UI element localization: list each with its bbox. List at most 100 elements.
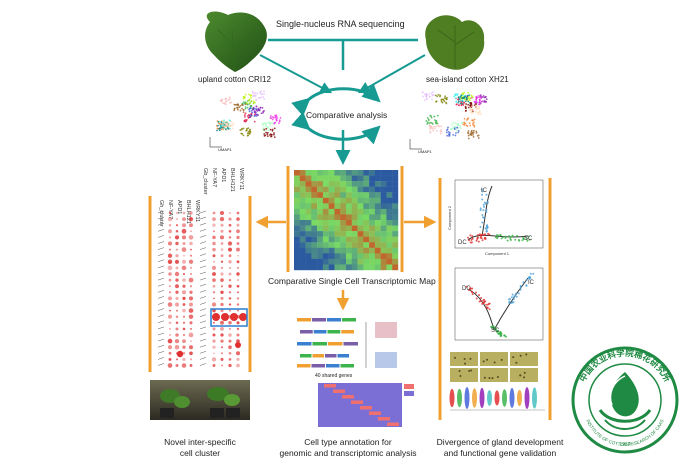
heatmap-cell	[357, 203, 364, 210]
heatmap-cell	[346, 203, 352, 210]
heatmap-cell	[317, 208, 324, 215]
trajectory-point	[518, 239, 521, 242]
heatmap-cell	[374, 214, 381, 221]
heatmap-cell	[328, 181, 335, 187]
heatmap-cell	[357, 253, 364, 260]
umap-point	[460, 94, 463, 97]
dotplot-dot	[182, 223, 186, 228]
dotplot-row-tick	[157, 283, 165, 287]
umap-point	[275, 115, 278, 118]
dotplot-dot	[181, 228, 187, 234]
umap-point	[249, 107, 252, 110]
dotplot-dot	[220, 339, 224, 343]
trajectory-point	[519, 286, 522, 289]
dotplot-dot	[182, 272, 186, 276]
heatmap-cell	[386, 264, 393, 271]
heatmap-cell	[334, 236, 341, 243]
heatmap-cell	[351, 220, 358, 226]
umap-point	[475, 96, 478, 98]
umap-point	[223, 102, 226, 105]
umap-point	[477, 134, 480, 137]
umap-point	[456, 93, 459, 96]
dotplot-dot	[175, 278, 179, 282]
dotplot-row-tick	[157, 302, 165, 305]
dotplot-row-tick	[157, 265, 165, 269]
dotplot-dot	[174, 302, 180, 307]
heatmap-cell	[363, 181, 370, 187]
dotplot-dot	[228, 345, 232, 350]
dotplot-row-tick	[199, 332, 207, 336]
heatmap-cell	[374, 192, 381, 198]
umap-point	[265, 122, 268, 125]
umap-point	[445, 129, 448, 132]
dotplot-dot	[176, 218, 178, 220]
heatmap-cell	[317, 258, 324, 265]
heatmap-cell	[305, 175, 312, 182]
dotplot-dot	[219, 235, 225, 240]
dotplot-dot	[181, 290, 187, 295]
heatmap-cell	[380, 175, 387, 182]
dotplot-row-tick	[157, 308, 165, 311]
heatmap-cell	[380, 170, 387, 176]
umap-point	[478, 96, 481, 99]
caption-center: Cell type annotation for genomic and tra…	[268, 437, 428, 458]
umap-point	[428, 95, 431, 98]
heatmap-cell	[386, 220, 393, 226]
dotplot-dot	[188, 314, 194, 319]
umap-point	[249, 128, 252, 131]
dotplot-dot	[212, 327, 216, 331]
umap-point	[435, 125, 438, 128]
umap-point	[217, 122, 220, 125]
trajectory-point	[482, 216, 485, 219]
umap-point	[262, 96, 265, 99]
dotplot-dot	[175, 241, 179, 246]
heatmap-cell	[334, 170, 341, 176]
trajectory-point	[529, 272, 532, 275]
dotplot-row-tick	[157, 314, 165, 317]
dotplot-dot	[220, 229, 224, 233]
umap-point	[244, 93, 247, 96]
heatmap-cell	[311, 247, 318, 254]
genome-segment	[343, 342, 358, 346]
heatmap-cell	[351, 231, 358, 237]
dotplot-dot	[237, 266, 239, 269]
heatmap-cell	[328, 220, 335, 226]
umap-point	[242, 109, 245, 111]
trajectory-point	[471, 235, 474, 238]
heatmap-cell	[334, 214, 341, 221]
trajectory-point	[475, 239, 478, 242]
heatmap-cell	[334, 220, 341, 226]
umap-point	[428, 128, 431, 131]
umap-point	[475, 131, 478, 134]
umap-point	[250, 109, 253, 112]
umap-point	[217, 120, 220, 123]
dotplot-dot	[189, 290, 193, 294]
umap-point	[244, 107, 247, 110]
heatmap-cell	[294, 220, 300, 226]
umap-point	[452, 121, 455, 124]
umap-point	[464, 122, 467, 125]
umap-point	[484, 96, 487, 99]
heatmap-cell	[340, 175, 347, 182]
heatmap-cell	[340, 181, 347, 187]
heatmap-cell	[374, 231, 381, 237]
dotplot-dot	[220, 309, 224, 313]
leaf-sea-island	[425, 15, 485, 70]
umap-point	[270, 135, 272, 138]
dotplot-dot	[236, 211, 240, 215]
trajectory-point	[479, 300, 482, 303]
heatmap-cell	[334, 175, 341, 182]
trajectory-point	[480, 188, 483, 191]
heatmap-cell	[322, 203, 329, 210]
violin-shape	[502, 389, 507, 407]
umap-point	[273, 136, 276, 139]
umap-point	[218, 127, 221, 130]
heatmap-cell	[351, 192, 358, 198]
umap-point	[463, 117, 466, 120]
heatmap-cell	[317, 197, 324, 204]
dotplot-dot	[169, 309, 171, 312]
umap-point	[471, 111, 474, 114]
heatmap-cell	[334, 242, 341, 248]
heatmap-cell	[392, 253, 399, 260]
umap-point	[461, 100, 464, 103]
